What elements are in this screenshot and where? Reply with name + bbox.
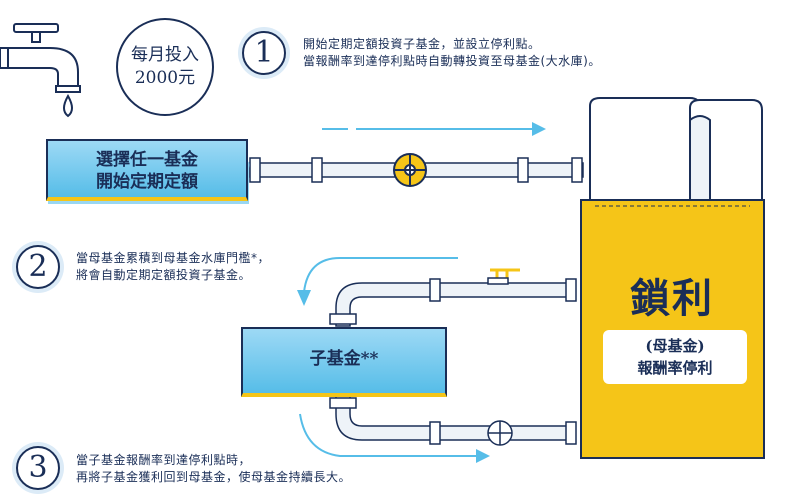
step-1-line2: 當報酬率到達停利點時自動轉投資至母基金(大水庫)。 bbox=[303, 54, 601, 68]
middle-flow-arrow bbox=[297, 257, 458, 306]
step-3-line2: 再將子基金獲利回到母基金，使母基金持續長大。 bbox=[76, 470, 352, 484]
select-fund-line2: 開始定期定額 bbox=[96, 172, 198, 192]
bottom-pipe bbox=[329, 395, 577, 445]
step-1-line1: 開始定期定額投資子基金，並設立停利點。 bbox=[303, 37, 541, 51]
child-fund-label: 子基金** bbox=[309, 349, 379, 369]
step-3-text: 當子基金報酬率到達停利點時， 再將子基金獲利回到母基金，使母基金持續長大。 bbox=[76, 452, 351, 486]
tank-subtitle-card: (母基金) 報酬率停利 bbox=[603, 330, 747, 384]
select-fund-line1: 選擇任一基金 bbox=[96, 150, 198, 170]
top-flow-arrow bbox=[322, 122, 546, 136]
step-3-number: 3 bbox=[16, 446, 60, 490]
child-fund-box: 子基金** bbox=[241, 327, 447, 397]
step-2-line2: 將會自動定期定額投資子基金。 bbox=[76, 268, 252, 282]
top-valve-icon bbox=[393, 153, 427, 187]
step-2-text: 當母基金累積到母基金水庫門檻*， 將會自動定期定額投資子基金。 bbox=[76, 250, 270, 284]
step-2-number: 2 bbox=[16, 245, 60, 289]
step-2-line1: 當母基金累積到母基金水庫門檻*， bbox=[76, 251, 271, 265]
step-3-line1: 當子基金報酬率到達停利點時， bbox=[76, 453, 252, 467]
bottom-flow-arrow bbox=[299, 413, 490, 463]
tank-title: 鎖利 bbox=[630, 275, 714, 322]
tank-sub-line1: (母基金) bbox=[645, 337, 705, 355]
select-fund-box: 選擇任一基金 開始定期定額 bbox=[46, 139, 248, 201]
reservoir-tank bbox=[580, 97, 765, 459]
step-1-number: 1 bbox=[242, 31, 286, 75]
tank-sub-line2: 報酬率停利 bbox=[637, 359, 713, 377]
bottom-valve-icon bbox=[487, 420, 513, 446]
monthly-investment-bubble: 每月投入 2000元 bbox=[116, 18, 214, 116]
faucet-icon bbox=[0, 23, 81, 118]
bubble-line1: 每月投入 bbox=[131, 45, 199, 65]
middle-pipe bbox=[329, 278, 577, 327]
bubble-line2: 2000元 bbox=[134, 68, 196, 88]
middle-valve-icon bbox=[487, 268, 520, 285]
step-1-text: 開始定期定額投資子基金，並設立停利點。 當報酬率到達停利點時自動轉投資至母基金(… bbox=[303, 36, 601, 70]
